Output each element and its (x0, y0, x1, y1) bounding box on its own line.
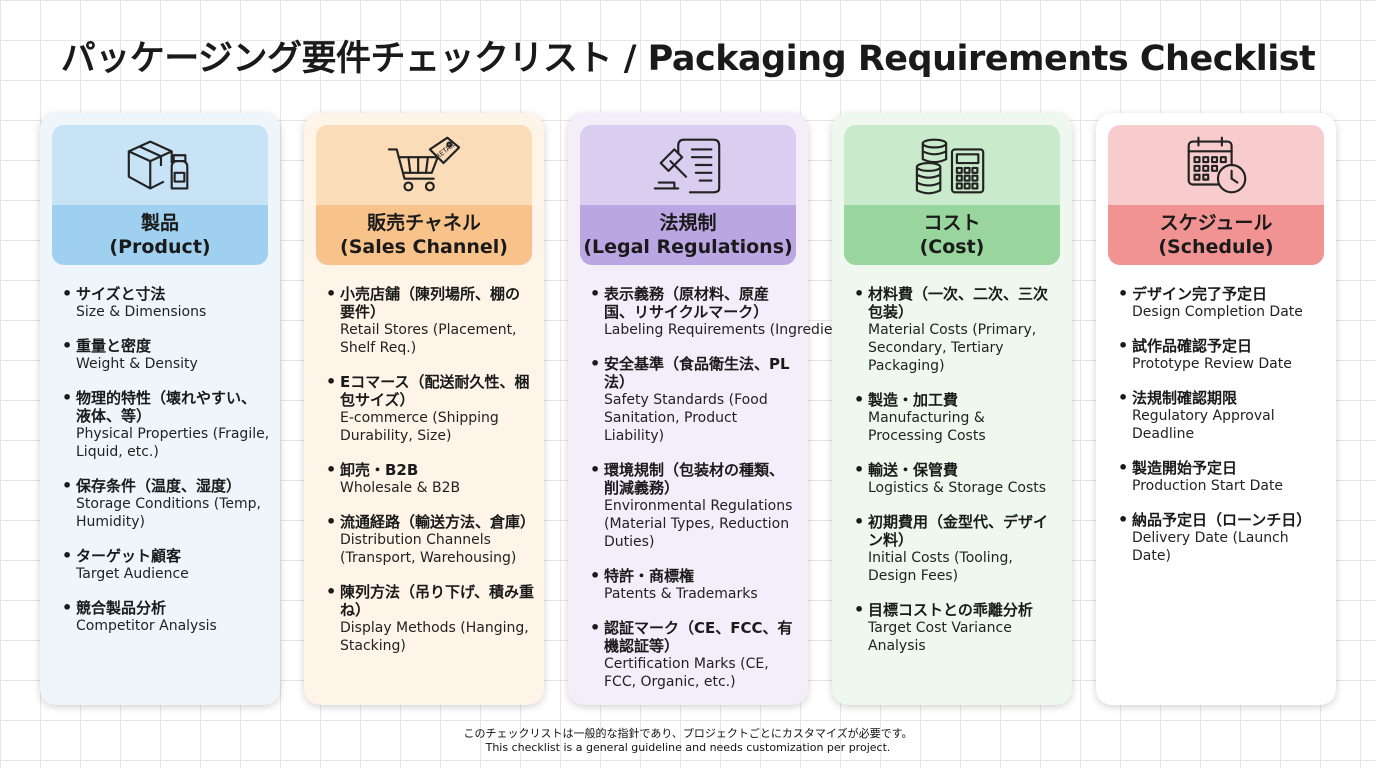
footer-note: このチェックリストは一般的な指針であり、プロジェクトごとにカスタマイズが必要です… (0, 727, 1376, 755)
list-item: •流通経路（輸送方法、倉庫）Distribution Channels (Tra… (326, 512, 536, 567)
card-sales-channel: RETAIL 販売チャネル (Sales Channel) •小売店舗（陳列場所… (304, 113, 544, 705)
card-header-sales-channel: RETAIL 販売チャネル (Sales Channel) (316, 125, 532, 265)
card-title-en: (Schedule) (1158, 236, 1274, 258)
list-item: •表示義務（原材料、原産国、リサイクルマーク）Labeling Requirem… (590, 284, 969, 339)
list-item: •物理的特性（壊れやすい、液体、等）Physical Properties (F… (62, 388, 270, 461)
list-item: •安全基準（食品衛生法、PL法）Safety Standards (Food S… (590, 354, 790, 445)
card-title-jp: 製品 (140, 212, 179, 234)
footer-note-jp: このチェックリストは一般的な指針であり、プロジェクトごとにカスタマイズが必要です… (463, 727, 913, 740)
list-item: •環境規制（包装材の種類、削減義務）Environmental Regulati… (590, 460, 793, 551)
page-title: パッケージング要件チェックリスト / Packaging Requirement… (60, 39, 1316, 79)
card-title-en: (Product) (109, 236, 211, 258)
checklist-cost: •材料費（一次、二次、三次包装）Material Costs (Primary,… (854, 285, 1062, 671)
footer-note-en: This checklist is a general guideline an… (485, 741, 891, 754)
card-title-en: (Cost) (919, 236, 985, 258)
shopping-cart-icon: RETAIL (385, 133, 463, 197)
list-item: •認証マーク（CE、FCC、有機認証等）Certification Marks … (590, 618, 793, 691)
card-title-jp: コスト (923, 212, 981, 234)
list-item: •Eコマース（配送耐久性、梱包サイズ）E-commerce (Shipping … (326, 372, 530, 445)
list-item: •陳列方法（吊り下げ、積み重ね）Display Methods (Hanging… (326, 582, 534, 655)
list-item: •保存条件（温度、湿度）Storage Conditions (Temp, Hu… (62, 476, 262, 531)
card-title-en: (Sales Channel) (340, 236, 508, 258)
card-header-cost: コスト (Cost) (844, 125, 1060, 265)
card-title-en: (Legal Regulations) (583, 236, 793, 258)
list-item: •初期費用（金型代、デザイン料）Initial Costs (Tooling, … (854, 512, 1049, 585)
list-item: •材料費（一次、二次、三次包装）Material Costs (Primary,… (854, 284, 1049, 375)
calendar-clock-icon (1177, 133, 1255, 197)
gavel-and-scroll-icon (649, 133, 727, 197)
card-header-product: 製品 (Product) (52, 125, 268, 265)
card-title-jp: 販売チャネル (367, 212, 481, 234)
card-header-schedule: スケジュール (Schedule) (1108, 125, 1324, 265)
list-item: •納品予定日（ローンチ日）Delivery Date (Launch Date) (1118, 510, 1312, 565)
card-cost: コスト (Cost) •材料費（一次、二次、三次包装）Material Cost… (832, 113, 1072, 705)
card-title-jp: 法規制 (659, 212, 717, 234)
checklist-sales-channel: •小売店舗（陳列場所、棚の要件）Retail Stores (Placement… (326, 284, 536, 671)
coins-and-calculator-icon (913, 133, 991, 197)
box-and-bottle-icon (121, 133, 199, 197)
checklist-legal-regulations: •表示義務（原材料、原産国、リサイクルマーク）Labeling Requirem… (590, 284, 969, 707)
card-title-jp: スケジュール (1159, 212, 1273, 234)
list-item: •小売店舗（陳列場所、棚の要件）Retail Stores (Placement… (326, 284, 521, 357)
card-header-legal-regulations: 法規制 (Legal Regulations) (580, 125, 796, 265)
card-legal-regulations: 法規制 (Legal Regulations) •表示義務（原材料、原産国、リサ… (568, 113, 969, 707)
